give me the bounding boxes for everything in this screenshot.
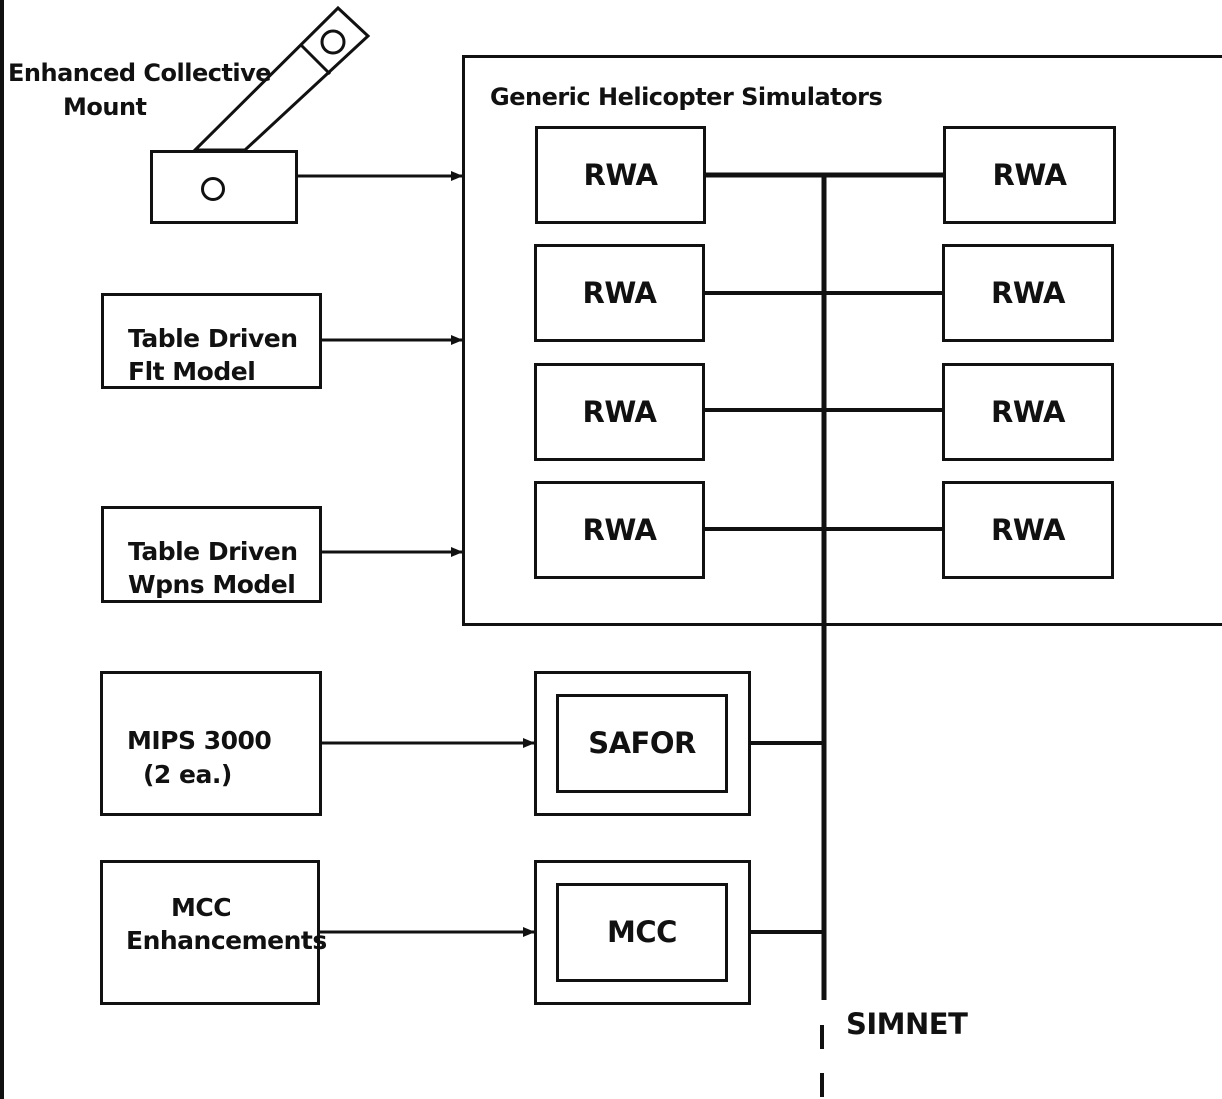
- rwa-node-left-4: RWA: [534, 481, 705, 579]
- rwa-node-right-3: RWA: [942, 363, 1114, 461]
- mcc-box: MCC: [556, 883, 728, 982]
- flight-model-line1: Table Driven: [128, 322, 298, 355]
- weapons-model-line1: Table Driven: [128, 535, 298, 568]
- safor-box: SAFOR: [556, 694, 728, 793]
- weapons-model-box: Table Driven Wpns Model: [101, 506, 322, 603]
- collective-knob-icon: [201, 177, 225, 201]
- mips-line1: MIPS 3000: [127, 724, 271, 757]
- weapons-model-line2: Wpns Model: [128, 568, 295, 601]
- rwa-node-left-2: RWA: [534, 244, 705, 342]
- simnet-label: SIMNET: [846, 1010, 967, 1039]
- flight-model-box: Table Driven Flt Model: [101, 293, 322, 389]
- mcc-enhancements-line1: MCC: [171, 891, 231, 924]
- rwa-node-left-1: RWA: [535, 126, 706, 224]
- rwa-node-right-2: RWA: [942, 244, 1114, 342]
- mips-box: MIPS 3000 (2 ea.): [100, 671, 322, 816]
- mcc-enhancements-box: MCC Enhancements: [100, 860, 320, 1005]
- flight-model-line2: Flt Model: [128, 355, 255, 388]
- rwa-node-right-1: RWA: [943, 126, 1116, 224]
- mips-line2: (2 ea.): [143, 758, 232, 791]
- rwa-node-right-4: RWA: [942, 481, 1114, 579]
- collective-label-line1: Enhanced Collective: [8, 61, 271, 85]
- rwa-node-left-3: RWA: [534, 363, 705, 461]
- mcc-enhancements-line2: Enhancements: [126, 924, 327, 957]
- group-title: Generic Helicopter Simulators: [490, 85, 882, 109]
- collective-label-line2: Mount: [63, 95, 147, 119]
- collective-mount-base: [150, 150, 298, 224]
